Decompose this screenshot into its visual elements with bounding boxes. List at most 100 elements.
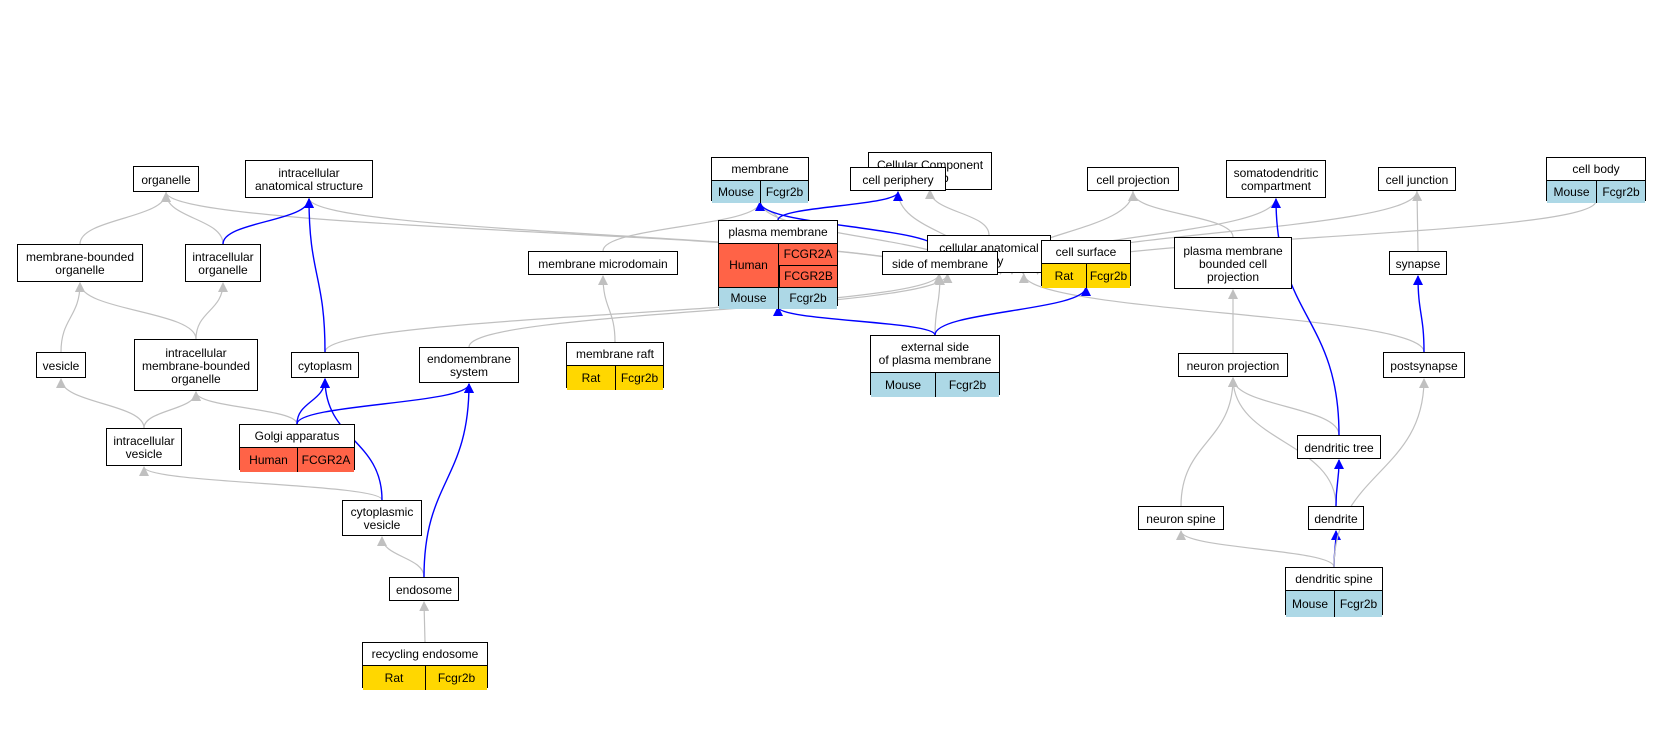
species-cell: Human [249,452,288,467]
go-term-label: neuron spine [1146,511,1216,526]
go-term-som[interactable]: side of membrane [882,251,998,275]
go-term-postsynapse[interactable]: postsynapse [1383,352,1465,378]
is-a-edge-dtree-to-np [1228,377,1340,436]
part-of-edge-endosome-to-endo [423,383,474,578]
go-term-label: plasma membrane bounded cell projection [1183,243,1283,284]
gene-cell: Fcgr2b [437,670,476,685]
species-cell: Rat [384,670,404,685]
go-term-label: intracellular vesicle [113,434,175,461]
go-term-label: organelle [141,172,191,187]
go-term-label: cell surface [1055,244,1117,259]
go-term-cytoplasm[interactable]: cytoplasm [291,352,359,378]
part-of-edge-postsynapse-to-synapse [1413,275,1425,353]
is-a-edge-mmd-to-membrane [602,201,765,252]
part-of-edge-io-to-ias [222,198,314,245]
go-term-label: vesicle [42,358,80,373]
is-a-edge-iv-to-vesicle [56,378,145,429]
go-term-mmd[interactable]: membrane microdomain [528,251,678,275]
go-term-label: intracellular organelle [192,250,254,277]
is-a-edge-endo-to-cae [468,273,953,348]
species-cell: Mouse [884,377,922,392]
is-a-edge-cv-to-iv [139,466,383,501]
is-a-edge-iv-to-imbo [143,391,201,429]
gene-cell: Fcgr2b [1089,268,1128,283]
is-a-edge-imbo-to-mbo [75,282,197,340]
go-term-label: recycling endosome [371,646,479,661]
go-term-synapse[interactable]: synapse [1389,251,1447,275]
is-a-edge-golgi-to-imbo [191,391,298,425]
go-term-endosome[interactable]: endosome [389,577,459,601]
is-a-edge-espm-to-som [934,275,945,336]
go-term-organelle[interactable]: organelle [133,166,199,192]
is-a-edge-nspine-to-np [1180,377,1238,507]
go-term-label: postsynapse [1390,358,1458,373]
go-term-pmbcp[interactable]: plasma membrane bounded cell projection [1174,237,1292,289]
part-of-edge-pm-to-cellperiphery [777,191,903,221]
species-cell: Mouse [730,290,767,305]
go-term-dtree[interactable]: dendritic tree [1297,435,1381,459]
part-of-edge-golgi-to-endo [296,383,474,425]
go-term-celljunction[interactable]: cell junction [1378,167,1456,191]
species-cell: Mouse [1553,184,1590,199]
gene-cell: FCGR2B [779,264,837,287]
go-term-np[interactable]: neuron projection [1178,353,1288,377]
go-term-cv[interactable]: cytoplasmic vesicle [342,500,422,536]
go-term-nspine[interactable]: neuron spine [1138,506,1224,530]
go-term-endo[interactable]: endomembrane system [419,347,519,383]
annotation-row: Human FCGR2A [240,447,354,472]
is-a-edge-cytoplasm-to-cae [324,273,944,353]
go-term-vesicle[interactable]: vesicle [36,352,86,378]
go-term-label: dendritic spine [1295,571,1373,586]
go-term-cellperiphery[interactable]: cell periphery [850,167,946,191]
gene-cell: FCGR2A [301,452,351,467]
is-a-edge-dspine-to-postsynapse [1333,378,1429,568]
annotation-row: Rat Fcgr2b [1042,263,1130,288]
go-term-label: membrane raft [575,346,655,361]
part-of-edge-cytoplasm-to-ias [304,198,326,353]
is-a-edge-endosome-to-cv [377,536,425,578]
go-term-label: cell junction [1385,172,1449,187]
go-term-somato[interactable]: somatodendritic compartment [1226,160,1326,198]
go-term-io[interactable]: intracellular organelle [185,244,261,282]
part-of-edge-espm-to-pm [773,306,936,336]
gene-cell: Fcgr2b [948,377,987,392]
go-term-label: membrane-bounded organelle [25,250,135,277]
species-cell: Rat [1054,268,1074,283]
species-cell: Human [729,257,768,272]
part-of-edge-espm-to-cellsurface [934,286,1091,336]
go-term-label: neuron projection [1186,358,1280,373]
go-term-ias[interactable]: intracellular anatomical structure [245,160,373,198]
part-of-edge-dtree-to-somato [1271,198,1340,436]
go-term-iv[interactable]: intracellular vesicle [106,428,182,466]
species-cell: Mouse [1291,596,1329,611]
go-term-label: membrane [731,161,789,176]
is-a-edge-raft-to-mmd [598,275,616,343]
gene-cell: Fcgr2b [789,290,827,305]
go-term-mbo[interactable]: membrane-bounded organelle [17,244,143,282]
annotation-row: Mouse Fcgr2b [719,286,837,309]
go-term-label: endosome [395,582,453,597]
annotation-row: Mouse Fcgr2b [871,372,999,397]
gene-cell: Fcgr2b [1339,596,1378,611]
go-term-label: membrane microdomain [538,256,668,271]
part-of-edge-dendrite-to-dtree [1333,459,1344,507]
is-a-edge-dspine-to-nspine [1176,530,1335,568]
annotation-row: Mouse Fcgr2b [1286,590,1382,617]
is-a-edge-pmbcp-to-cellprojection [1128,191,1234,238]
go-term-dendrite[interactable]: dendrite [1308,506,1364,530]
is-a-edge-synapse-to-celljunction [1412,191,1423,252]
go-term-cellprojection[interactable]: cell projection [1087,167,1179,191]
go-term-imbo[interactable]: intracellular membrane-bounded organelle [134,339,258,391]
